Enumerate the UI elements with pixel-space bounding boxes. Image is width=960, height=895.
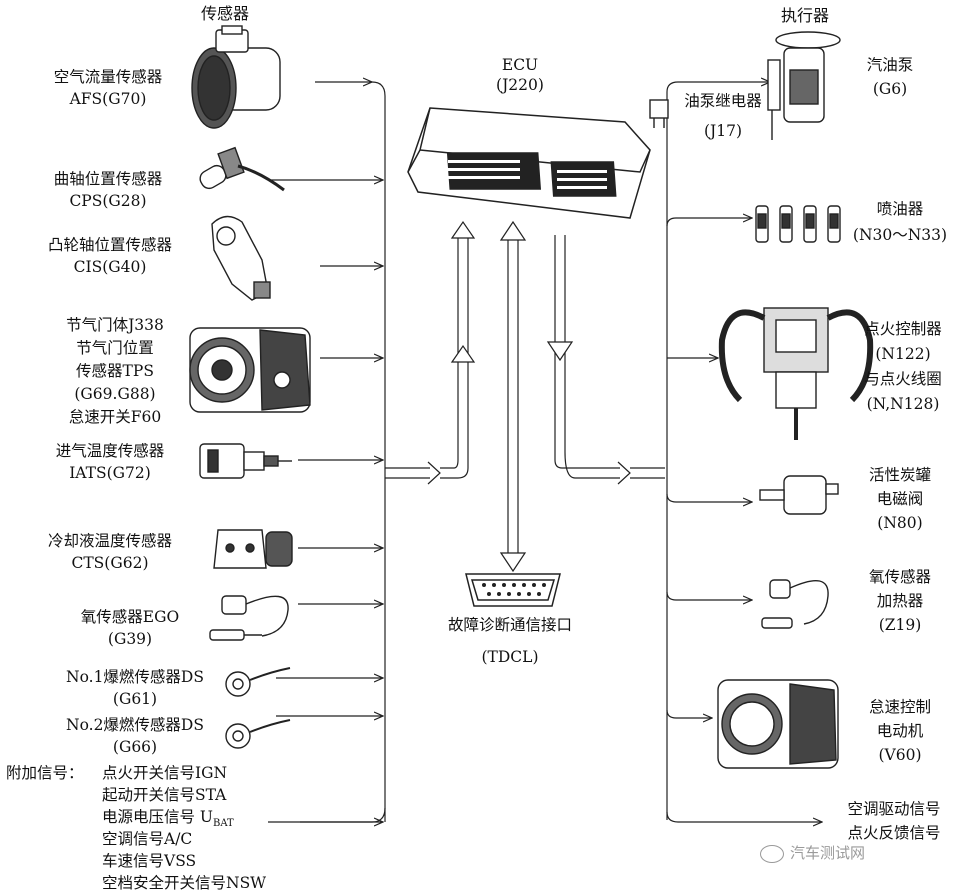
sensor-iats-code: IATS(G72) — [69, 464, 151, 482]
sensor-cts-name: 冷却液温度传感器 — [47, 532, 172, 550]
extra-signal-sta: 起动开关信号STA — [102, 786, 227, 804]
air-flow-sensor-icon — [191, 25, 281, 129]
sensor-tps-line1: 节气门体J338 — [66, 316, 164, 334]
arrow-injector — [666, 218, 752, 227]
ecu-tdcl-arrow — [499, 220, 527, 573]
actuator-o2heater-line2: 加热器 — [876, 592, 924, 610]
o2-heater-icon — [761, 579, 829, 629]
tdcl-connector-icon — [465, 573, 561, 607]
actuator-injector-code: (N30～N33) — [852, 226, 948, 244]
sensor-tps-line5: 怠速开关F60 — [68, 408, 162, 426]
arrow-idle — [666, 709, 712, 718]
ubat-subscript: BAT — [213, 818, 234, 830]
sensor-afs-code: AFS(G70) — [69, 90, 147, 108]
actuator-ignition-line2: (N122) — [875, 345, 931, 363]
sensor-iats-name: 进气温度传感器 — [55, 442, 165, 460]
fuel-injectors-icon — [755, 205, 841, 243]
tdcl-code: (TDCL) — [481, 648, 539, 666]
idle-motor-icon — [717, 679, 839, 769]
sensor-ds2-code: (G66) — [112, 738, 158, 756]
sensor-cts-code: CTS(G62) — [71, 554, 149, 572]
actuator-idle-line3: (V60) — [878, 746, 922, 764]
ecu-code: (J220) — [496, 76, 544, 94]
ecu-to-actuator-arrow — [546, 235, 665, 485]
camshaft-sensor-icon — [211, 215, 271, 301]
knock-sensor-1-icon — [225, 667, 291, 697]
watermark: 汽车测试网 — [760, 842, 865, 863]
sensor-ds1-code: (G61) — [112, 690, 158, 708]
sensor-cps-name: 曲轴位置传感器 — [53, 170, 163, 188]
tdcl-name: 故障诊断通信接口 — [447, 616, 572, 634]
sensors-header: 传感器 — [200, 4, 249, 23]
arrow-canister — [666, 493, 752, 502]
extra-signal-ign: 点火开关信号IGN — [102, 764, 228, 782]
actuator-relay-code: (J17) — [703, 122, 743, 140]
extra-signal-vss: 车速信号VSS — [102, 852, 197, 870]
sensor-cis-name: 凸轮轴位置传感器 — [47, 236, 172, 254]
actuator-ignition-line1: 点火控制器 — [864, 320, 942, 338]
actuator-ignition-line3: 与点火线圈 — [864, 370, 942, 388]
fuel-pump-icon — [767, 31, 841, 140]
actuator-idle-line2: 电动机 — [876, 722, 924, 740]
ecu-unit — [407, 107, 651, 219]
throttle-body-icon — [189, 327, 311, 413]
ecu-name: ECU — [501, 56, 539, 74]
actuator-ignition-line4: (N,N128) — [866, 395, 940, 413]
arrow-o2heater — [666, 591, 752, 600]
actuator-canister-line2: 电磁阀 — [876, 490, 924, 508]
actuator-pump-name: 汽油泵 — [866, 56, 914, 74]
actuators-header: 执行器 — [780, 6, 829, 25]
actuator-ignition-feedback: 点火反馈信号 — [847, 824, 941, 842]
oxygen-sensor-icon — [209, 595, 289, 641]
sensor-tps-line4: (G69.G88) — [74, 385, 156, 403]
sensor-cis-code: CIS(G40) — [73, 258, 147, 276]
sensor-afs-name: 空气流量传感器 — [53, 68, 163, 86]
crankshaft-sensor-icon — [199, 146, 285, 192]
extra-signal-nsw: 空档安全开关信号NSW — [102, 874, 267, 892]
intake-air-temp-sensor-icon — [199, 443, 292, 479]
actuator-canister-line3: (N80) — [877, 514, 923, 532]
sensor-ego-code: (G39) — [107, 630, 153, 648]
actuator-idle-line1: 怠速控制 — [868, 698, 931, 716]
sensor-ds1-name: No.1爆燃传感器DS — [66, 668, 204, 686]
bus-to-ecu-arrow — [385, 220, 476, 485]
sensor-tps-line3: 传感器TPS — [76, 362, 154, 380]
actuator-o2heater-line1: 氧传感器 — [868, 568, 931, 586]
sensor-ego-name: 氧传感器EGO — [80, 608, 180, 626]
coolant-temp-sensor-icon — [213, 529, 293, 569]
extra-signal-ac: 空调信号A/C — [102, 830, 193, 848]
sensor-ds2-name: No.2爆燃传感器DS — [66, 716, 204, 734]
sensor-cps-code: CPS(G28) — [69, 192, 147, 210]
actuator-pump-code: (G6) — [872, 80, 908, 98]
canister-valve-icon — [759, 475, 839, 515]
actuator-injector-name: 喷油器 — [876, 200, 924, 218]
ignition-coil-icon — [718, 307, 874, 440]
extra-signals-prefix: 附加信号： — [6, 764, 84, 782]
arrow-extra — [267, 807, 386, 823]
actuator-o2heater-line3: (Z19) — [878, 616, 922, 634]
fuel-pump-relay-icon — [649, 99, 669, 128]
wechat-icon — [760, 844, 784, 863]
actuator-canister-line1: 活性炭罐 — [868, 466, 931, 484]
sensor-tps-line2: 节气门位置 — [76, 339, 154, 357]
watermark-text: 汽车测试网 — [790, 844, 866, 862]
extra-signal-ubat: 电源电压信号 UBAT — [102, 808, 234, 830]
actuator-relay-name: 油泵继电器 — [684, 92, 762, 110]
arrow-ac-signal — [666, 811, 822, 822]
actuator-ac-signal: 空调驱动信号 — [847, 800, 941, 818]
sensor-bus — [267, 82, 386, 823]
knock-sensor-2-icon — [225, 719, 291, 749]
actuator-bus — [666, 82, 822, 822]
